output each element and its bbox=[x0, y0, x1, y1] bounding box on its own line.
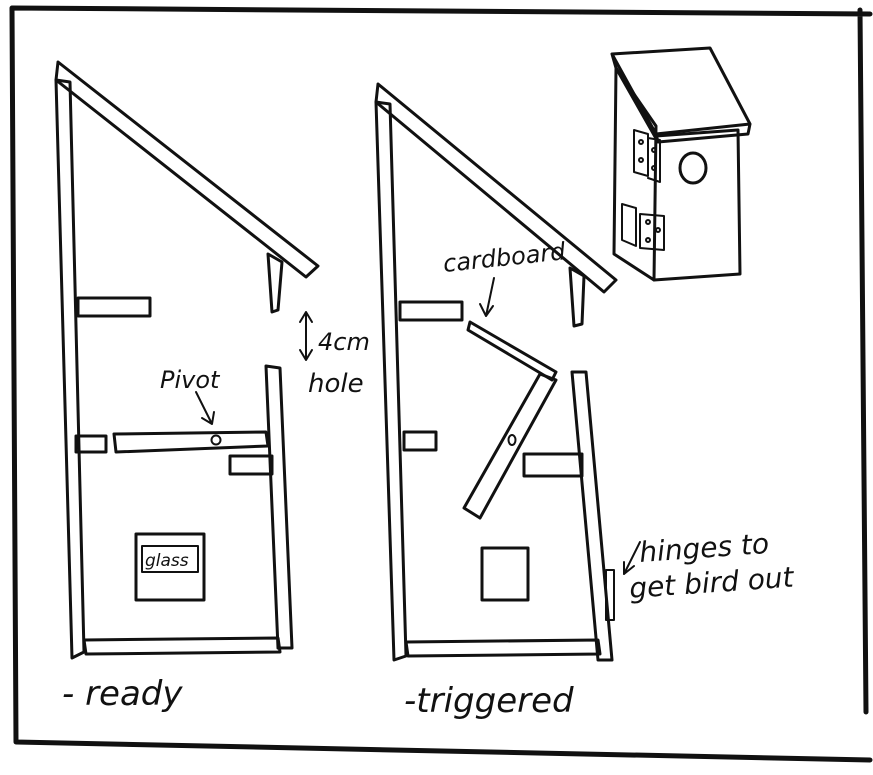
ready-front-wall bbox=[56, 80, 84, 658]
birdhouse-3d-entrance-hole bbox=[680, 153, 706, 183]
ready-ledge bbox=[230, 456, 272, 474]
ready-back-wall bbox=[266, 254, 292, 648]
ready-pivot-plank bbox=[114, 432, 268, 452]
sketch-border bbox=[12, 8, 870, 760]
ready-caption: - ready bbox=[62, 674, 183, 714]
hinge-screw bbox=[656, 228, 660, 232]
ready-perch bbox=[78, 298, 150, 316]
birdhouse-3d-view bbox=[612, 48, 750, 280]
hinges-arrow bbox=[624, 542, 640, 574]
pivot-arrow bbox=[196, 392, 214, 424]
hole-size-label: 4cm bbox=[318, 328, 370, 356]
triggered-pivot-stub bbox=[404, 432, 436, 450]
hinge-screw bbox=[639, 158, 643, 162]
ready-pivot-pin bbox=[212, 436, 221, 445]
cardboard-label: cardboard bbox=[442, 237, 568, 278]
triggered-floor bbox=[406, 640, 600, 656]
ready-roof bbox=[56, 62, 318, 277]
cardboard-arrow bbox=[480, 278, 494, 316]
ready-floor bbox=[84, 638, 280, 654]
triggered-caption: -triggered bbox=[404, 681, 574, 721]
triggered-ledge bbox=[524, 454, 582, 476]
hinge-screw bbox=[646, 220, 650, 224]
triggered-window bbox=[482, 548, 528, 600]
birdhouse-3d-roof bbox=[612, 48, 750, 142]
triggered-pivot-plank bbox=[464, 374, 556, 518]
triggered-perch bbox=[400, 302, 462, 320]
triggered-cardboard-flap bbox=[468, 322, 556, 380]
triggered-birdhouse bbox=[376, 84, 640, 660]
pivot-label: Pivot bbox=[160, 366, 221, 394]
hinge-screw bbox=[652, 148, 656, 152]
hole-label: hole bbox=[308, 369, 364, 399]
glass-label: glass bbox=[145, 551, 189, 571]
triggered-front-wall bbox=[376, 102, 406, 660]
hole-size-arrow bbox=[300, 312, 312, 360]
hinge-screw bbox=[646, 238, 650, 242]
birdhouse-3d-hinge-bottom bbox=[622, 204, 664, 250]
triggered-pivot-pin bbox=[509, 435, 516, 445]
hinge-screw bbox=[639, 140, 643, 144]
